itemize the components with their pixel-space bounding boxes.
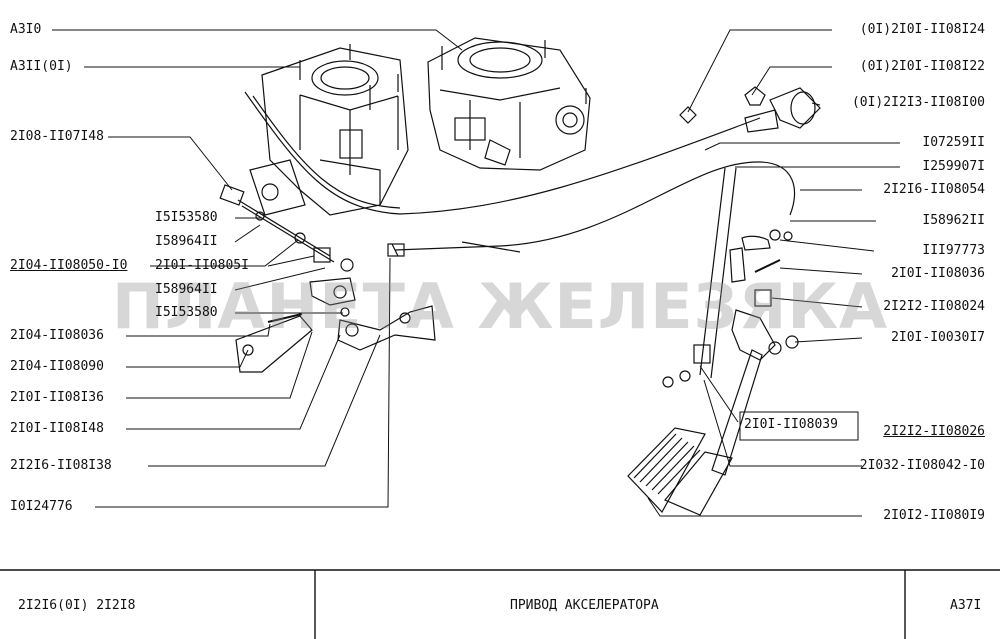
carburetor-drawing [249,37,591,216]
part-label: 2I2I2-II08026 [883,424,985,439]
part-label: I07259II [922,135,985,150]
part-label: (0I)2I0I-II08I22 [859,59,985,74]
drawing-code: А37I [950,598,982,613]
throttle-lever-assembly [219,184,436,373]
part-label: III97773 [922,243,985,258]
part-label: I58964II [155,282,218,297]
cable-grommet [679,86,821,133]
part-label: 2I04-II08036 [10,328,104,343]
accelerator-pedal-assembly [627,167,799,516]
part-label: I58964II [155,234,218,249]
part-label: I5I53580 [155,305,218,320]
throttle-cable [244,91,761,215]
part-label: 2I2I6-II08054 [883,182,985,197]
part-label: 2I0I-II08036 [891,266,985,281]
drawing-title: ПРИВОД АКСЕЛЕРАТОРА [510,598,659,613]
part-label: А3II(0I) [10,59,73,74]
part-label: А3I0 [10,22,42,37]
part-label: I5I53580 [155,210,218,225]
part-label: I58962II [922,213,985,228]
part-label: 2I0I2-II080I9 [883,508,985,523]
part-label: 2I2I2-II08024 [883,299,985,314]
pedal-cable [394,161,796,251]
part-label: 2I032-II08042-I0 [859,458,985,473]
part-label: 2I04-II08090 [10,359,104,374]
part-label: I259907I [922,159,985,174]
part-label: 2I08-II07I48 [10,129,104,144]
model-numbers: 2I2I6(0I) 2I2I8 [18,598,136,613]
part-label: (0I)2I2I3-II08I00 [851,95,985,110]
watermark: ПЛАНЕТА ЖЕЛЕЗЯКА [111,270,888,343]
part-label: 2I0I-I0030I7 [891,330,985,345]
part-label: 2I04-II08050-I0 [10,258,128,273]
part-label: (0I)2I0I-II08I24 [859,22,985,37]
part-label: I0I24776 [10,499,73,514]
part-label: 2I0I-II0805I [155,258,249,273]
part-label: 2I0I-II08I36 [10,390,104,405]
part-label: 2I2I6-II08I38 [10,458,112,473]
part-label: 2I0I-II08I48 [10,421,104,436]
part-label: 2I0I-II08039 [744,417,838,432]
